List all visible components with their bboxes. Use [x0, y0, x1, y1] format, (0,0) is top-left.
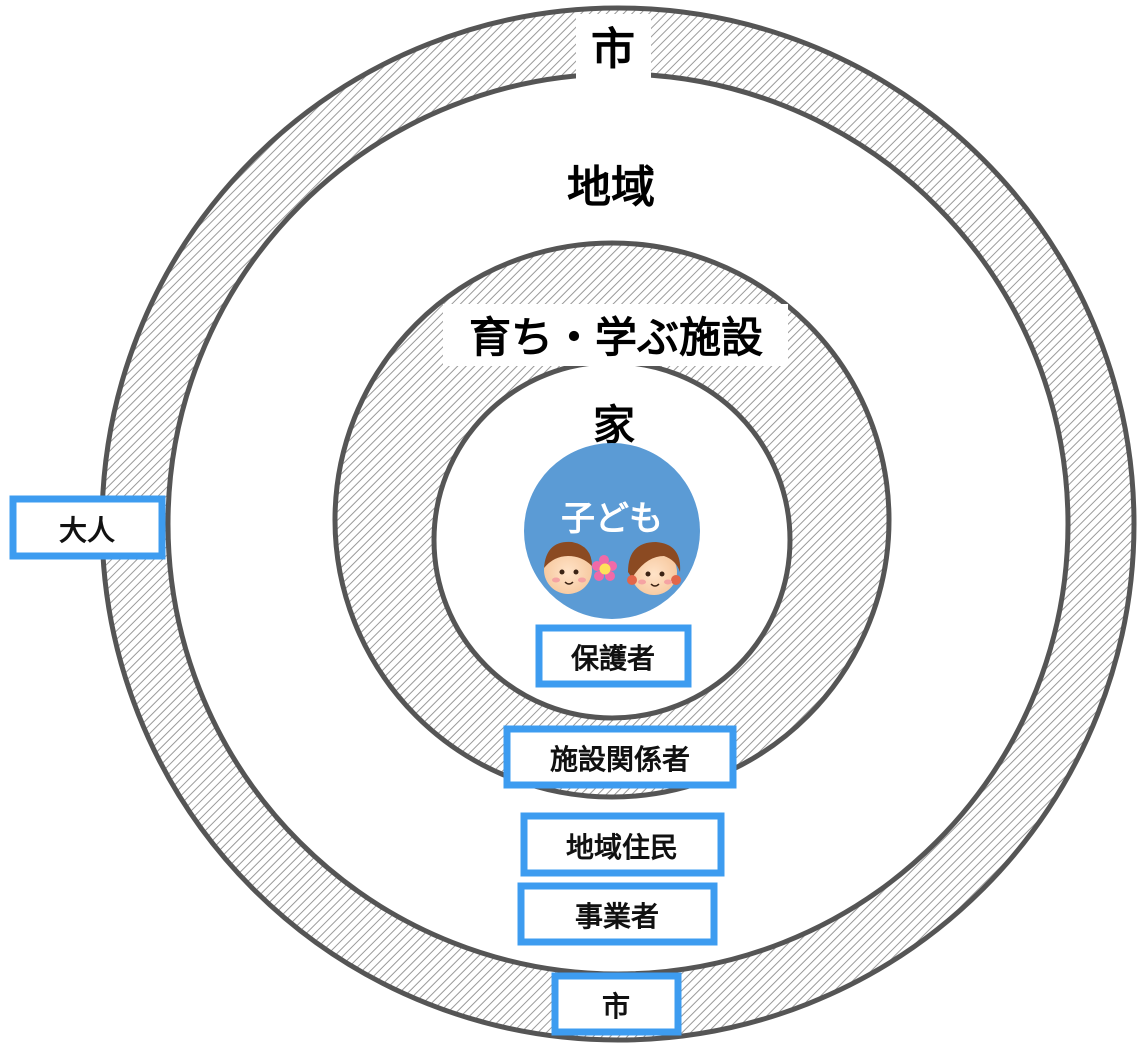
city-ring-title: 市: [591, 24, 635, 75]
region-ring-title: 地域: [567, 162, 655, 213]
actor-label-adult: 大人: [59, 514, 115, 547]
actor-box-city: 市: [551, 972, 682, 1036]
actor-box-facility-staff: 施設関係者: [503, 725, 737, 789]
facility-ring-title: 育ち・学ぶ施設: [469, 313, 763, 362]
home-ring-title: 家: [593, 401, 635, 450]
actor-label-guardian: 保護者: [571, 642, 655, 675]
actor-box-adult: 大人: [9, 495, 166, 560]
flower-icon: [592, 555, 617, 581]
actor-label-facility-staff: 施設関係者: [550, 743, 690, 776]
child-label: 子ども: [561, 499, 663, 539]
actor-box-guardian: 保護者: [535, 624, 692, 688]
actor-label-residents: 地域住民: [566, 831, 678, 864]
facility-title-backdrop: [443, 304, 788, 366]
actor-box-residents: 地域住民: [520, 812, 725, 877]
actor-box-business: 事業者: [517, 882, 718, 946]
child-group: 子ども: [524, 443, 700, 619]
actor-label-business: 事業者: [575, 900, 659, 933]
actor-label-city: 市: [602, 990, 630, 1023]
boy-face-icon: [544, 541, 592, 594]
city-title-backdrop: [576, 14, 651, 82]
girl-face-icon: [627, 542, 681, 595]
